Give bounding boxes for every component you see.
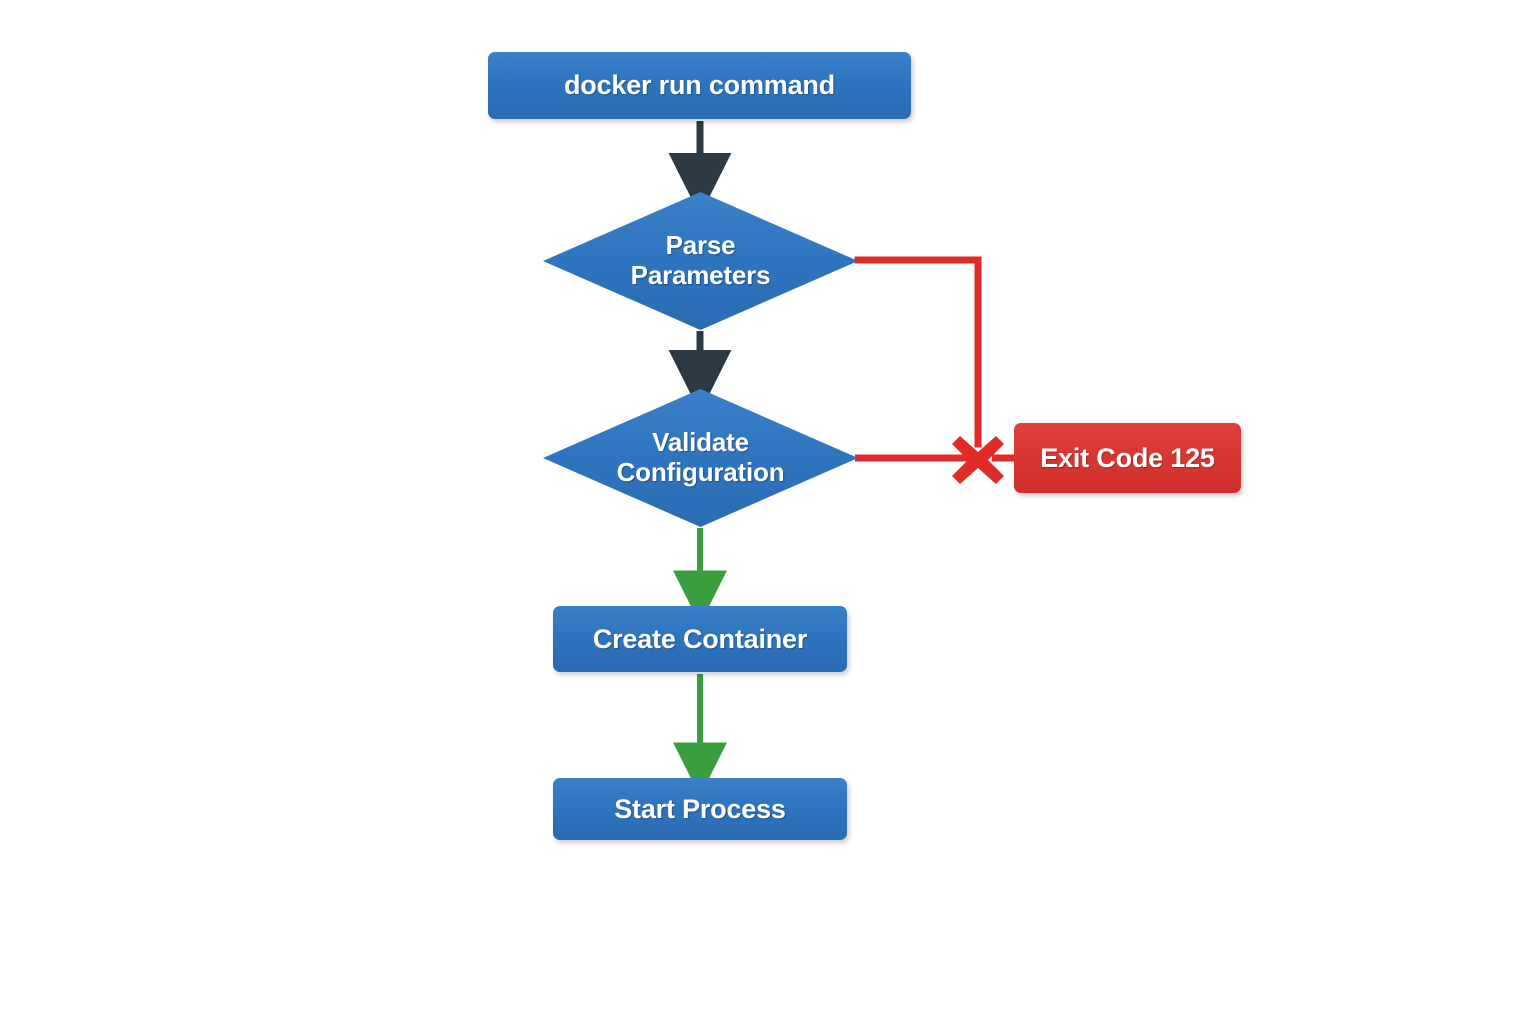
edge-parse-fail-to-exit bbox=[854, 256, 982, 448]
failure-x-marker bbox=[946, 426, 1010, 490]
node-validate-configuration[interactable]: Validate Configuration bbox=[543, 389, 858, 527]
node-start-process[interactable]: Start Process bbox=[553, 778, 847, 840]
node-create-container[interactable]: Create Container bbox=[553, 606, 847, 672]
diamond-shape-validate-configuration bbox=[543, 389, 858, 527]
x-cross-icon bbox=[952, 436, 1004, 484]
node-docker-run-command[interactable]: docker run command bbox=[488, 52, 911, 119]
diamond-shape-parse-parameters bbox=[543, 192, 858, 330]
node-parse-parameters[interactable]: Parse Parameters bbox=[543, 192, 858, 330]
node-exit-code-125[interactable]: Exit Code 125 bbox=[1014, 423, 1241, 493]
